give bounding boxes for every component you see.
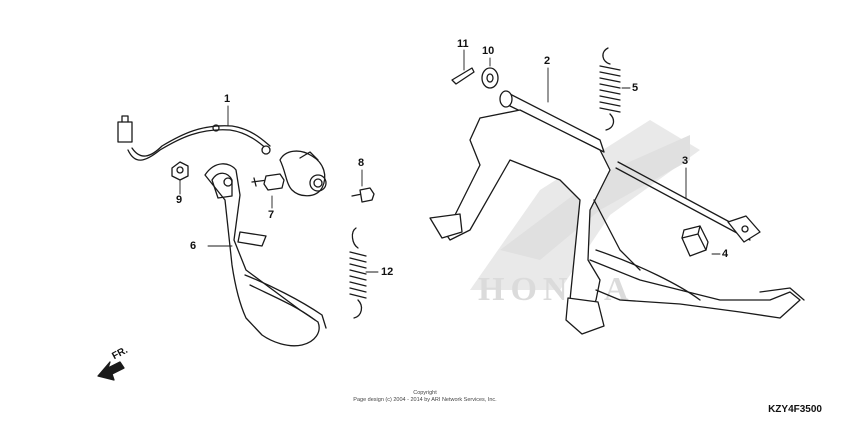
- callout-2: 2: [544, 55, 551, 67]
- callout-1: 1: [224, 93, 231, 105]
- copyright-notice: Copyright Page design (c) 2004 - 2014 by…: [330, 390, 520, 404]
- main-stand-spring: [599, 47, 621, 131]
- main-stand: [429, 90, 805, 335]
- callout-5: 5: [632, 82, 639, 94]
- copyright-line-1: Copyright: [413, 390, 437, 396]
- callout-4: 4: [722, 248, 729, 260]
- honda-watermark-text: HONDA: [478, 271, 635, 308]
- side-stand: [204, 163, 327, 347]
- switch-bolt: [351, 187, 375, 203]
- pivot-shaft: [615, 161, 761, 243]
- callout-8: 8: [358, 157, 365, 169]
- callout-3: 3: [682, 155, 689, 167]
- pivot-bolt: [251, 173, 285, 191]
- diagram-code: KZY4F3500: [768, 404, 822, 415]
- nut: [171, 161, 189, 181]
- callout-9: 9: [176, 194, 183, 206]
- callout-12: 12: [381, 266, 394, 278]
- side-stand-spring: [349, 227, 367, 319]
- callout-7: 7: [268, 209, 275, 221]
- side-stand-switch: [117, 115, 327, 197]
- washer: [481, 67, 499, 89]
- collar: [681, 225, 709, 257]
- callout-11: 11: [457, 38, 469, 50]
- leader-lines: [179, 49, 721, 273]
- front-direction-arrow-icon: [97, 361, 125, 381]
- copyright-line-2: Page design (c) 2004 - 2014 by ARI Netwo…: [353, 397, 497, 403]
- callout-6: 6: [190, 240, 197, 252]
- cotter-pin: [451, 67, 475, 85]
- callout-10: 10: [482, 45, 495, 57]
